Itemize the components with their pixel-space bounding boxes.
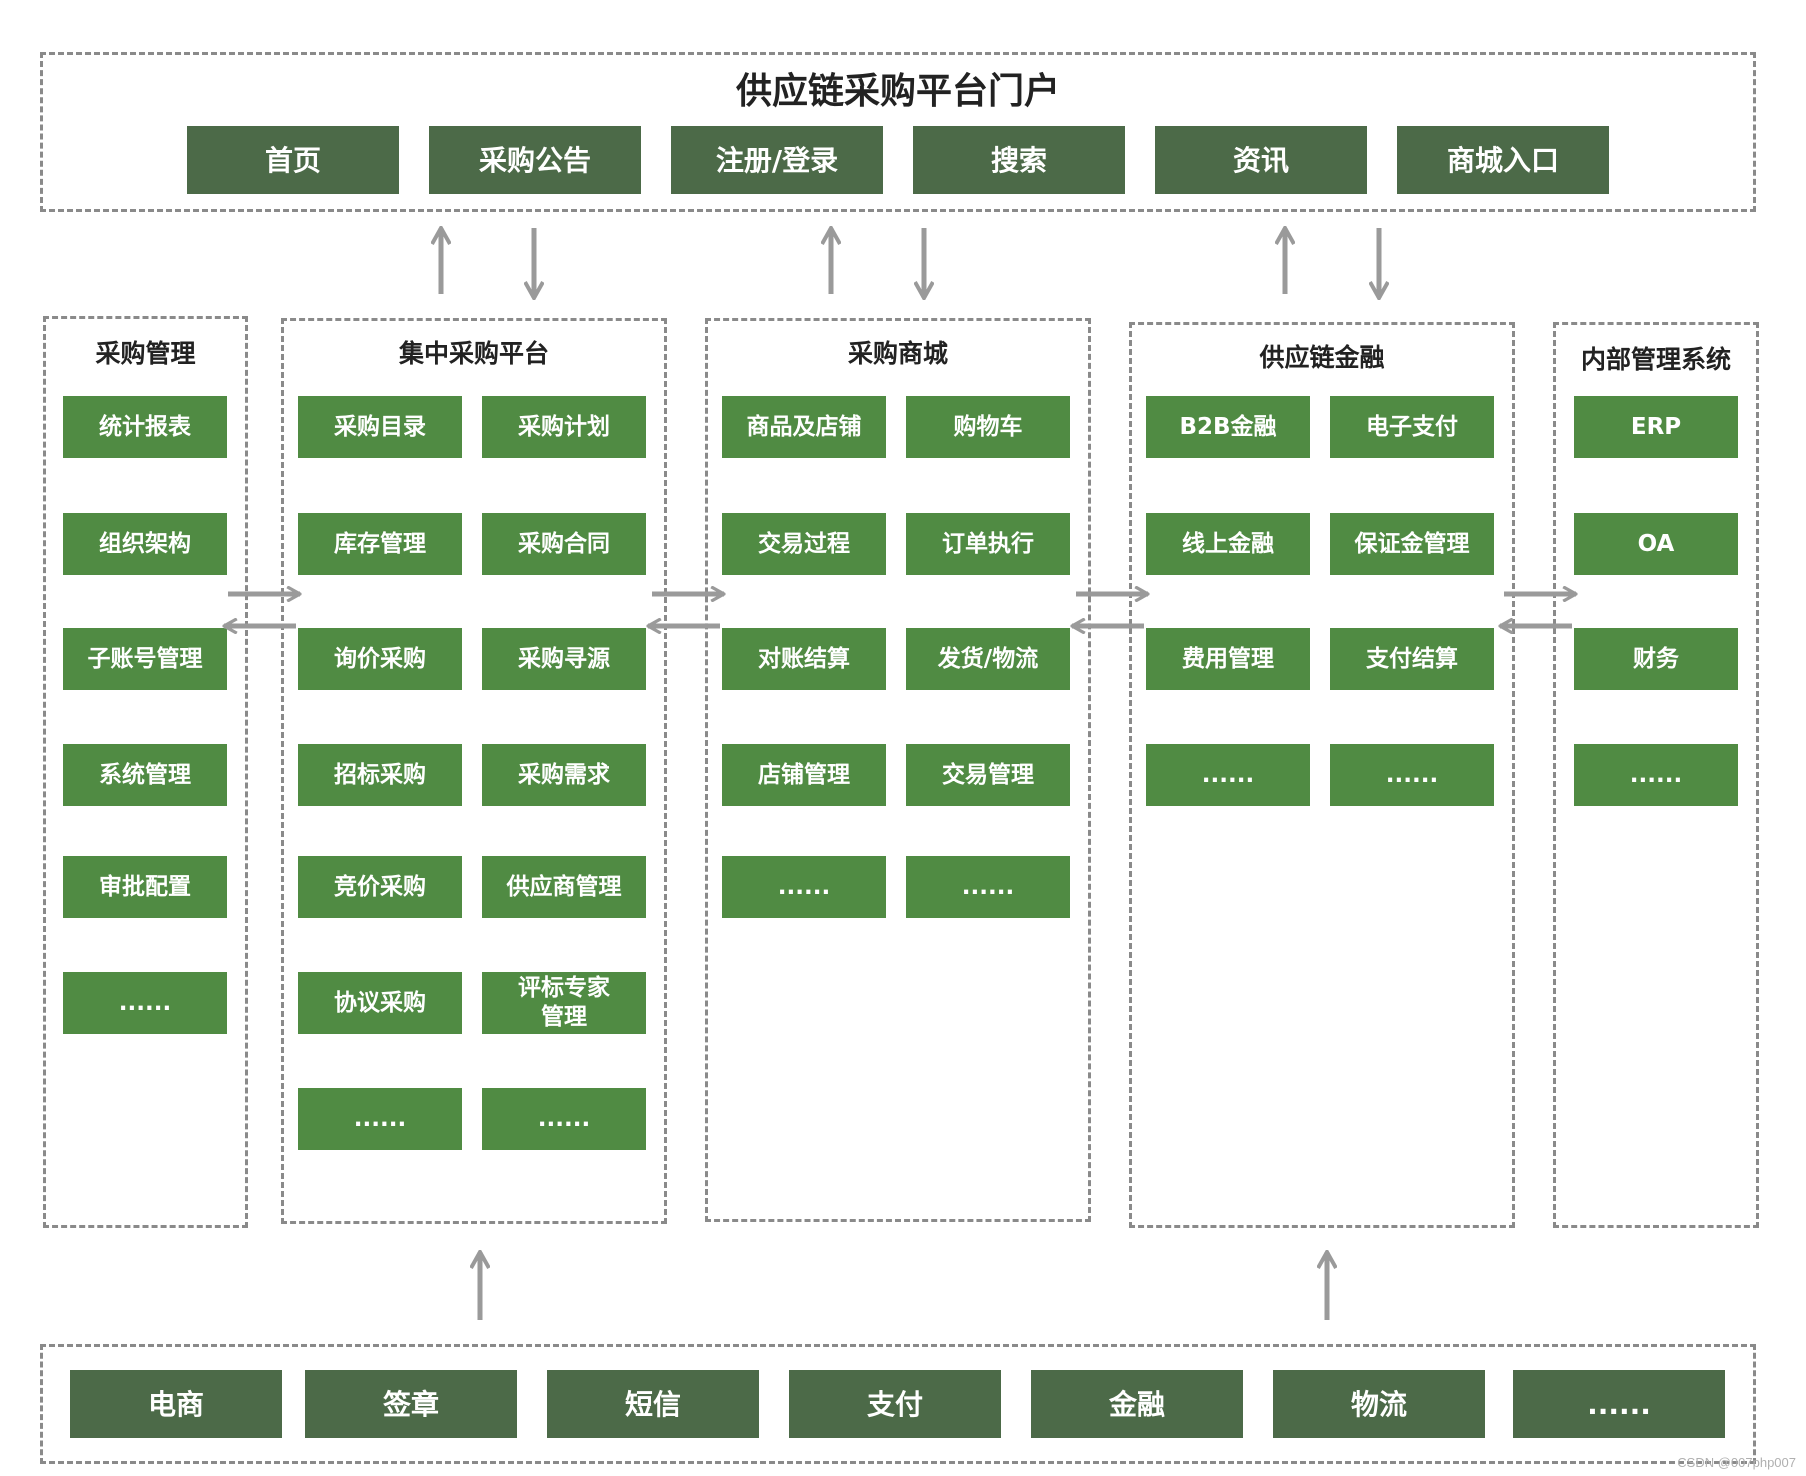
module-order-execution[interactable]: 订单执行: [906, 513, 1070, 575]
module-sub-account[interactable]: 子账号管理: [63, 628, 227, 690]
portal-frame: [40, 52, 1756, 212]
central-procurement-frame: [281, 318, 667, 1224]
module-finance[interactable]: 财务: [1574, 628, 1738, 690]
service-signature[interactable]: 签章: [305, 1370, 517, 1438]
module-fee-management[interactable]: 费用管理: [1146, 628, 1310, 690]
service-sms[interactable]: 短信: [547, 1370, 759, 1438]
nav-news[interactable]: 资讯: [1155, 126, 1367, 194]
nav-procurement-notice[interactable]: 采购公告: [429, 126, 641, 194]
central-procurement-title: 集中采购平台: [398, 339, 549, 368]
module-tender-procurement[interactable]: 招标采购: [298, 744, 462, 806]
module-reconciliation[interactable]: 对账结算: [722, 628, 886, 690]
module-procurement-demand[interactable]: 采购需求: [482, 744, 646, 806]
module-e-payment[interactable]: 电子支付: [1330, 396, 1494, 458]
procurement-mall-title: 采购商城: [847, 339, 948, 368]
module-more[interactable]: ......: [1574, 744, 1738, 806]
module-procurement-contract[interactable]: 采购合同: [482, 513, 646, 575]
source-credit: CSDN @007php007: [1677, 1455, 1796, 1470]
nav-home[interactable]: 首页: [187, 126, 399, 194]
module-payment-settlement[interactable]: 支付结算: [1330, 628, 1494, 690]
module-online-finance[interactable]: 线上金融: [1146, 513, 1310, 575]
module-inquiry-procurement[interactable]: 询价采购: [298, 628, 462, 690]
nav-mall-entry[interactable]: 商城入口: [1397, 126, 1609, 194]
module-more[interactable]: ......: [63, 972, 227, 1034]
module-procurement-catalog[interactable]: 采购目录: [298, 396, 462, 458]
module-supplier-management[interactable]: 供应商管理: [482, 856, 646, 918]
module-bidding-procurement[interactable]: 竞价采购: [298, 856, 462, 918]
module-org-structure[interactable]: 组织架构: [63, 513, 227, 575]
service-logistics[interactable]: 物流: [1273, 1370, 1485, 1438]
module-shopping-cart[interactable]: 购物车: [906, 396, 1070, 458]
procurement-management-title: 采购管理: [95, 339, 196, 368]
module-more[interactable]: ......: [1330, 744, 1494, 806]
module-sourcing[interactable]: 采购寻源: [482, 628, 646, 690]
module-more[interactable]: ......: [1146, 744, 1310, 806]
module-approval-config[interactable]: 审批配置: [63, 856, 227, 918]
supply-chain-finance-title: 供应链金融: [1259, 343, 1385, 372]
module-expert-management[interactable]: 评标专家管理: [482, 972, 646, 1034]
module-system-management[interactable]: 系统管理: [63, 744, 227, 806]
module-transaction-management[interactable]: 交易管理: [906, 744, 1070, 806]
module-more[interactable]: ......: [482, 1088, 646, 1150]
module-oa[interactable]: OA: [1574, 513, 1738, 575]
procurement-mall-frame: [705, 318, 1091, 1222]
supply-chain-finance-frame: [1129, 322, 1515, 1228]
internal-management-title: 内部管理系统: [1580, 345, 1731, 374]
module-more[interactable]: ......: [298, 1088, 462, 1150]
nav-search[interactable]: 搜索: [913, 126, 1125, 194]
portal-title: 供应链采购平台门户: [735, 71, 1060, 112]
nav-register-login[interactable]: 注册/登录: [671, 126, 883, 194]
module-shipping-logistics[interactable]: 发货/物流: [906, 628, 1070, 690]
module-more[interactable]: ......: [906, 856, 1070, 918]
module-agreement-procurement[interactable]: 协议采购: [298, 972, 462, 1034]
module-erp[interactable]: ERP: [1574, 396, 1738, 458]
service-finance[interactable]: 金融: [1031, 1370, 1243, 1438]
service-payment[interactable]: 支付: [789, 1370, 1001, 1438]
module-statistics-report[interactable]: 统计报表: [63, 396, 227, 458]
procurement-management-frame: [43, 316, 248, 1228]
module-goods-and-shops[interactable]: 商品及店铺: [722, 396, 886, 458]
module-transaction-process[interactable]: 交易过程: [722, 513, 886, 575]
module-procurement-plan[interactable]: 采购计划: [482, 396, 646, 458]
internal-management-frame: [1553, 322, 1759, 1228]
module-b2b-finance[interactable]: B2B金融: [1146, 396, 1310, 458]
module-deposit-management[interactable]: 保证金管理: [1330, 513, 1494, 575]
module-more[interactable]: ......: [722, 856, 886, 918]
service-ecommerce[interactable]: 电商: [70, 1370, 282, 1438]
module-shop-management[interactable]: 店铺管理: [722, 744, 886, 806]
module-inventory[interactable]: 库存管理: [298, 513, 462, 575]
service-more[interactable]: ......: [1513, 1370, 1725, 1438]
services-frame: [40, 1344, 1756, 1464]
